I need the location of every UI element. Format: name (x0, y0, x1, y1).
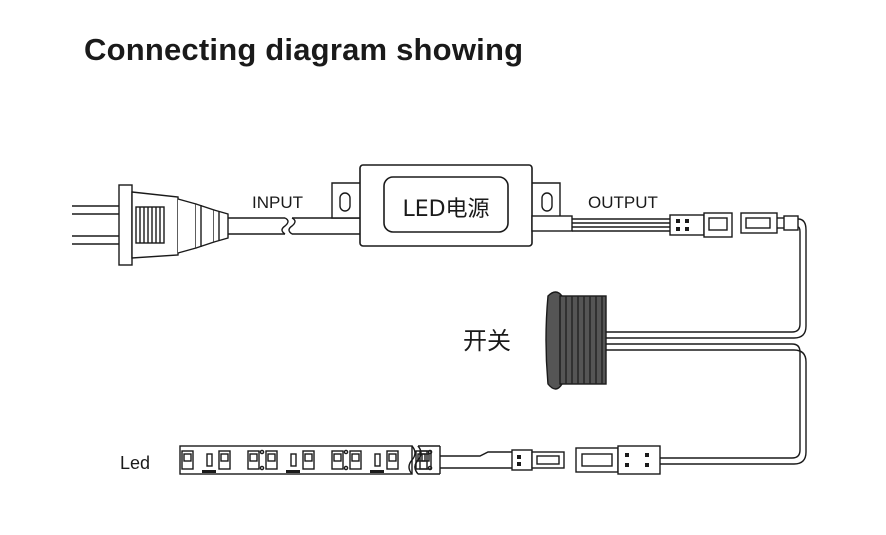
led-chip-2-a (349, 450, 362, 470)
led-chip-end (419, 450, 432, 470)
touch-switch (545, 291, 607, 390)
cut-pad-0-b (259, 465, 265, 471)
led-chip-2-b (386, 450, 399, 470)
led-label: Led (120, 453, 150, 473)
mount-hole-right (541, 192, 553, 212)
pcb-mark-1 (286, 470, 300, 473)
led-strip-wire (440, 451, 512, 469)
resistor-1 (290, 453, 297, 467)
output-label: OUTPUT (588, 193, 658, 212)
output-connector-male (669, 212, 733, 238)
led-chip-1-c (331, 450, 344, 470)
led-chip-2-a-lens (351, 453, 360, 462)
cut-pad-1-b (343, 465, 349, 471)
switch-output-wire (606, 343, 807, 465)
output-cable (531, 215, 670, 232)
led-chip-1-a (265, 450, 278, 470)
led-connector-female (575, 445, 661, 475)
power-plug (72, 184, 229, 266)
led-chip-end-lens (421, 453, 430, 462)
led-chip-1-b (302, 450, 315, 470)
led-chip-0-a (181, 450, 194, 470)
power-supply-label: LED电源 (402, 197, 489, 222)
mount-hole-left (339, 192, 351, 212)
cut-pad-0-a (259, 449, 265, 455)
cut-pad-1-a (343, 449, 349, 455)
led-chip-1-a-lens (267, 453, 276, 462)
led-chips (181, 449, 433, 473)
led-power-supply (331, 164, 561, 247)
switch-label: 开关 (463, 327, 511, 355)
led-chip-1-c-lens (333, 453, 342, 462)
led-chip-0-b-lens (220, 453, 229, 462)
led-chip-0-a-lens (183, 453, 192, 462)
input-label: INPUT (252, 193, 303, 212)
led-chip-1-b-lens (304, 453, 313, 462)
pcb-mark-2 (370, 470, 384, 473)
led-chip-0-c-lens (249, 453, 258, 462)
pcb-mark-0 (202, 470, 216, 473)
led-chip-2-b-lens (388, 453, 397, 462)
resistor-2 (374, 453, 381, 467)
led-chip-0-b (218, 450, 231, 470)
input-cable (228, 217, 360, 235)
switch-input-wire (606, 218, 807, 339)
switch-connector-female (740, 212, 799, 234)
diagram-title: Connecting diagram showing (84, 32, 524, 67)
led-connector-male (511, 449, 565, 471)
resistor-0 (206, 453, 213, 467)
led-chip-0-c (247, 450, 260, 470)
